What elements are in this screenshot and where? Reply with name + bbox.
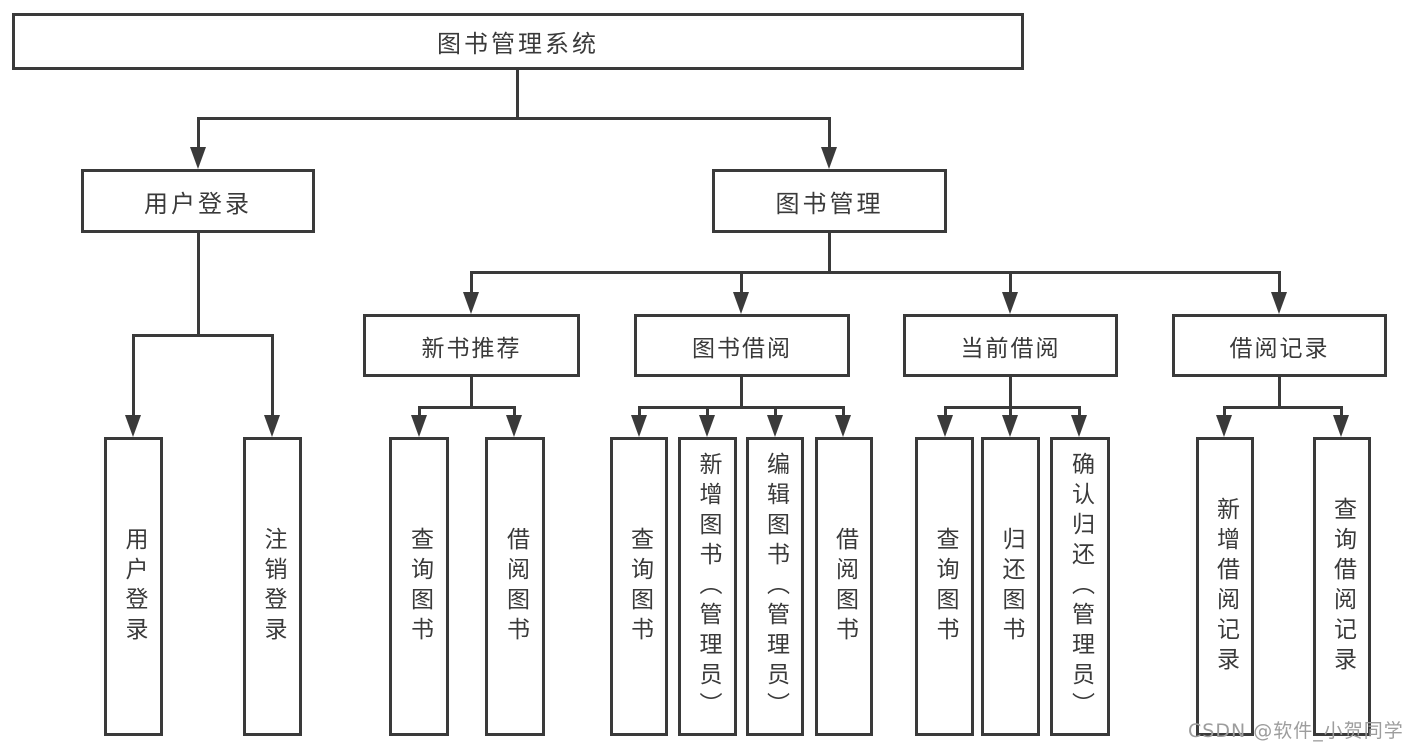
connector-line — [1009, 377, 1012, 408]
leaf-logout: 注销登录 — [243, 437, 302, 736]
connector-line — [944, 406, 1081, 409]
csdn-watermark: CSDN @软件_小贺同学 — [1188, 720, 1404, 742]
connector-line — [740, 271, 743, 296]
connector-line — [1009, 406, 1012, 419]
leaf-user-login: 用户登录 — [104, 437, 163, 736]
arrowhead-down-icon — [767, 415, 783, 437]
connector-line — [1278, 271, 1281, 296]
leaf-user-login-label: 用户登录 — [121, 526, 147, 647]
connector-line — [470, 377, 473, 408]
connector-line — [132, 334, 273, 337]
node-book-management: 图书管理 — [712, 169, 947, 233]
connector-line — [1223, 406, 1226, 419]
arrowhead-down-icon — [190, 147, 206, 169]
node-book-borrow-label: 图书借阅 — [692, 335, 792, 362]
arrowhead-down-icon — [631, 415, 647, 437]
connector-line — [132, 334, 135, 419]
connector-line — [418, 406, 516, 409]
connector-line — [706, 406, 709, 419]
leaf-query-books-2: 查询图书 — [610, 437, 668, 736]
connector-line — [774, 406, 777, 419]
connector-line — [513, 406, 516, 419]
arrowhead-down-icon — [821, 147, 837, 169]
arrowhead-down-icon — [1002, 415, 1018, 437]
connector-line — [197, 232, 200, 336]
leaf-edit-books-admin: 编辑图书（管理员） — [746, 437, 804, 736]
connector-line — [1009, 271, 1012, 296]
node-user-login: 用户登录 — [81, 169, 315, 233]
node-current-borrow-label: 当前借阅 — [960, 335, 1061, 362]
leaf-borrow-books-1-label: 借阅图书 — [502, 526, 529, 647]
arrowhead-down-icon — [699, 415, 715, 437]
leaf-borrow-books-2-label: 借阅图书 — [831, 526, 858, 647]
connector-line — [638, 406, 641, 419]
arrowhead-down-icon — [1002, 292, 1018, 314]
node-book-management-label: 图书管理 — [775, 189, 884, 218]
leaf-add-books-admin: 新增图书（管理员） — [678, 437, 737, 736]
arrowhead-down-icon — [411, 415, 427, 437]
arrowhead-down-icon — [1216, 415, 1232, 437]
arrowhead-down-icon — [463, 292, 479, 314]
leaf-query-borrow-record-label: 查询借阅记录 — [1329, 496, 1356, 677]
leaf-query-books-3-label: 查询图书 — [932, 526, 958, 647]
leaf-add-books-admin-label: 新增图书（管理员） — [695, 451, 721, 722]
connector-line — [197, 117, 831, 120]
leaf-query-books-2-label: 查询图书 — [626, 526, 653, 647]
arrowhead-down-icon — [733, 292, 749, 314]
arrowhead-down-icon — [1071, 415, 1087, 437]
leaf-query-books-1: 查询图书 — [389, 437, 449, 736]
leaf-add-borrow-record: 新增借阅记录 — [1196, 437, 1254, 736]
connector-line — [1223, 406, 1343, 409]
connector-line — [470, 271, 1280, 274]
leaf-query-books-1-label: 查询图书 — [406, 526, 433, 647]
leaf-add-borrow-record-label: 新增借阅记录 — [1212, 496, 1239, 677]
node-borrow-records: 借阅记录 — [1172, 314, 1387, 377]
node-new-book-recommend-label: 新书推荐 — [421, 335, 522, 362]
node-new-book-recommend: 新书推荐 — [363, 314, 580, 377]
arrowhead-down-icon — [1333, 415, 1349, 437]
connector-line — [418, 406, 421, 419]
connector-line — [470, 271, 473, 296]
node-borrow-records-label: 借阅记录 — [1229, 335, 1330, 362]
leaf-confirm-return-admin: 确认归还（管理员） — [1050, 437, 1110, 736]
connector-line — [828, 117, 831, 152]
connector-line — [944, 406, 947, 419]
arrowhead-down-icon — [506, 415, 522, 437]
leaf-query-borrow-record: 查询借阅记录 — [1313, 437, 1371, 736]
node-current-borrow: 当前借阅 — [903, 314, 1118, 377]
leaf-return-books: 归还图书 — [981, 437, 1040, 736]
connector-line — [1278, 377, 1281, 408]
node-book-borrow: 图书借阅 — [634, 314, 850, 377]
leaf-logout-label: 注销登录 — [260, 526, 286, 647]
arrowhead-down-icon — [835, 415, 851, 437]
arrowhead-down-icon — [264, 415, 280, 437]
arrowhead-down-icon — [125, 415, 141, 437]
leaf-borrow-books-2: 借阅图书 — [815, 437, 873, 736]
arrowhead-down-icon — [1271, 292, 1287, 314]
connector-line — [828, 232, 831, 273]
leaf-edit-books-admin-label: 编辑图书（管理员） — [762, 451, 789, 722]
connector-line — [1078, 406, 1081, 419]
connector-line — [271, 334, 274, 419]
connector-line — [1340, 406, 1343, 419]
leaf-return-books-label: 归还图书 — [998, 526, 1024, 647]
node-root-label: 图书管理系统 — [437, 30, 599, 58]
arrowhead-down-icon — [937, 415, 953, 437]
connector-line — [842, 406, 845, 419]
leaf-query-books-3: 查询图书 — [915, 437, 974, 736]
leaf-borrow-books-1: 借阅图书 — [485, 437, 545, 736]
connector-line — [197, 117, 200, 152]
node-root: 图书管理系统 — [12, 13, 1024, 70]
node-user-login-label: 用户登录 — [144, 189, 252, 218]
connector-line — [516, 69, 519, 118]
connector-line — [638, 406, 845, 409]
leaf-confirm-return-admin-label: 确认归还（管理员） — [1067, 451, 1094, 722]
connector-line — [740, 377, 743, 408]
